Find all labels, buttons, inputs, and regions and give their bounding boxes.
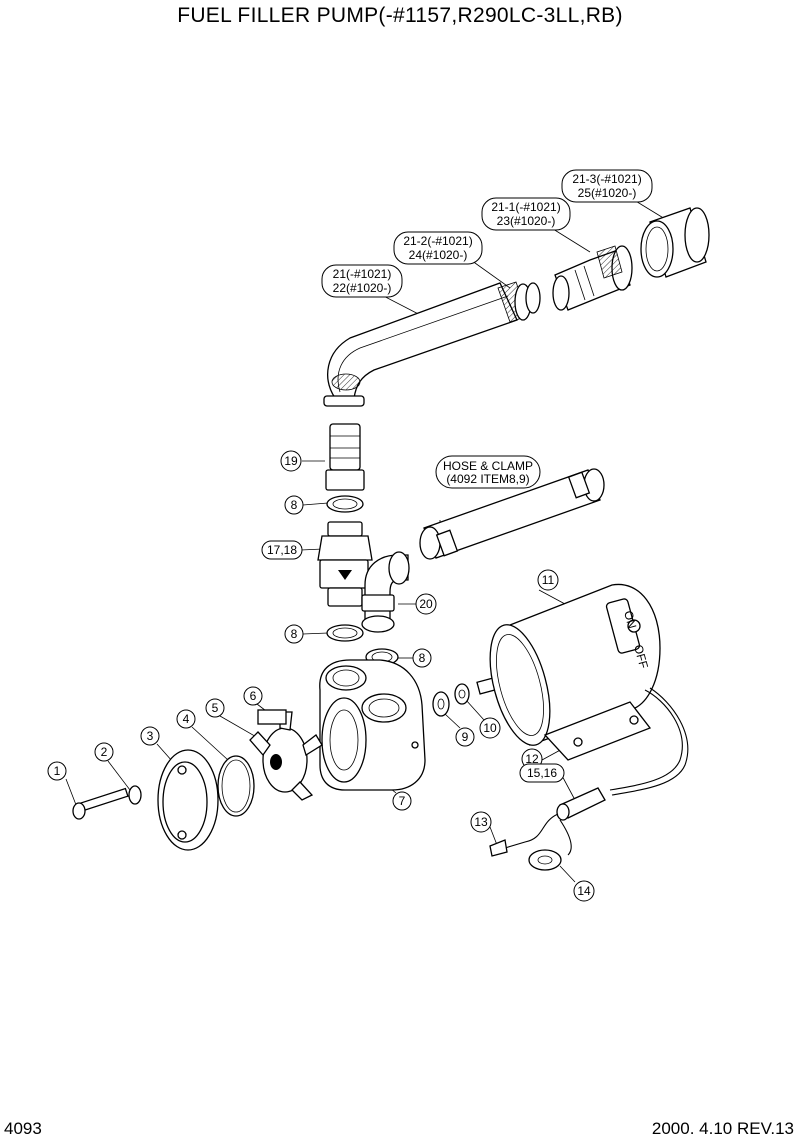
callout-8-upper [284, 495, 304, 515]
callout-6-text: 6 [250, 689, 257, 703]
callout-14 [573, 880, 595, 902]
callout-9-text: 9 [462, 730, 469, 744]
callout-10-text: 10 [483, 721, 497, 735]
callout-11-text: 11 [542, 573, 555, 587]
switch-off-label: OFF [631, 643, 651, 670]
callout-21-3-line2: 25(#1020-) [578, 186, 637, 200]
washer [128, 785, 142, 805]
check-valve [317, 521, 373, 607]
callout-8-lower [284, 624, 304, 644]
callout-15-16 [519, 763, 565, 783]
hose-sleeve [640, 207, 710, 278]
pump-cover [157, 749, 219, 851]
switch-on-label: ON [621, 609, 639, 630]
callout-3-text: 3 [147, 729, 154, 743]
callout-14-text: 14 [577, 884, 591, 898]
nipple-fitting [325, 423, 365, 491]
hose-clamp-note-line2: (4092 ITEM8,9) [446, 472, 529, 486]
callout-8-right-text: 8 [419, 651, 426, 665]
callout-13 [470, 811, 492, 833]
callout-5 [205, 698, 225, 718]
hose-clamp-note-line1: HOSE & CLAMP [443, 459, 533, 473]
callout-21-line1: 21(-#1021) [333, 267, 392, 281]
callout-9 [455, 727, 475, 747]
callout-7-text: 7 [399, 794, 406, 808]
o-ring-gaskets [326, 495, 399, 666]
elbow-fitting [361, 551, 410, 633]
electric-motor [476, 583, 661, 761]
washer-10 [454, 683, 470, 705]
callout-17-18-text: 17,18 [267, 543, 297, 557]
hose-coupling [552, 245, 633, 311]
callout-6 [243, 686, 263, 706]
hose-elbow [323, 281, 541, 407]
callout-19 [280, 450, 302, 472]
washer-9 [432, 691, 450, 717]
power-cable [489, 687, 689, 871]
callout-1 [47, 761, 67, 781]
callout-8-lower-text: 8 [291, 627, 298, 641]
callout-17-18 [261, 540, 303, 560]
callout-21-3-line1: 21-3(-#1021) [572, 172, 641, 186]
callout-21-1-line2: 23(#1020-) [497, 214, 556, 228]
callout-20 [415, 593, 437, 615]
cover-o-ring [217, 755, 255, 817]
callout-21-1-line1: 21-1(-#1021) [491, 200, 560, 214]
callout-2 [94, 742, 114, 762]
callout-4 [176, 709, 196, 729]
callout-15-16-text: 15,16 [527, 766, 557, 780]
callout-12-text: 12 [525, 752, 539, 766]
callout-7 [392, 791, 412, 811]
page-number: 4093 [4, 1119, 42, 1138]
callout-8-upper-text: 8 [291, 498, 298, 512]
impeller [249, 711, 323, 801]
callout-21-line2: 22(#1020-) [333, 281, 392, 295]
hose-and-clamp-reference [419, 455, 605, 560]
callout-11 [537, 569, 559, 591]
callout-21-3 [561, 169, 653, 203]
callout-21 [321, 264, 403, 298]
callout-20-text: 20 [419, 597, 433, 611]
cover-bolt [72, 787, 129, 820]
callout-3 [140, 726, 160, 746]
callout-1-text: 1 [54, 764, 61, 778]
wear-plate [257, 709, 287, 725]
pump-body [319, 659, 426, 791]
callout-2-text: 2 [101, 745, 108, 759]
callout-21-2 [393, 231, 483, 265]
callout-13-text: 13 [474, 815, 488, 829]
callout-8-right [412, 648, 432, 668]
callout-21-2-line1: 21-2(-#1021) [403, 234, 472, 248]
callout-21-1 [481, 197, 571, 231]
callout-19-text: 19 [284, 454, 298, 468]
revision-date: 2000. 4.10 REV.13 [651, 1119, 794, 1138]
callout-labels: 1 2 3 4 5 6 7 8 8 8 9 10 11 12 15,16 13 … [47, 169, 653, 902]
callout-5-text: 5 [212, 701, 219, 715]
callout-10 [479, 717, 501, 739]
callout-4-text: 4 [183, 712, 190, 726]
callout-21-2-line2: 24(#1020-) [409, 248, 468, 262]
page-title: FUEL FILLER PUMP(-#1157,R290LC-3LL,RB) [177, 4, 623, 27]
